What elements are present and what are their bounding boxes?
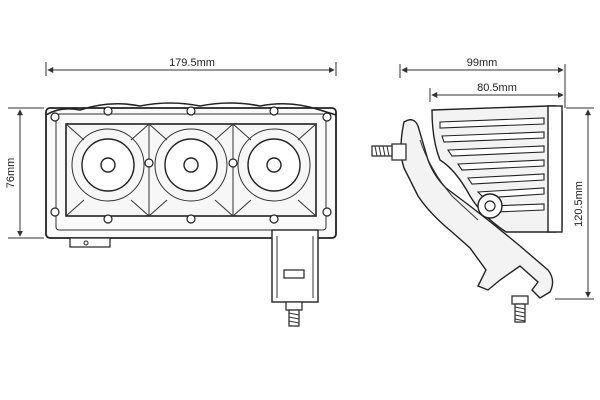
led-lens-left [71,128,145,202]
cable-connector [69,237,111,248]
front-mounting-bracket [271,229,319,327]
side-view: 99mm 80.5mm 120.5mm [371,57,594,323]
side-depth-label: 99mm [467,57,498,69]
led-lens-right [237,128,311,202]
led-lens-center [154,128,228,202]
side-height-dimension: 120.5mm [555,107,594,300]
front-view: 179.5mm 76mm [5,57,337,327]
adjuster-knob [477,193,503,219]
bottom-bolt [511,295,529,323]
front-width-dimension: 179.5mm [45,57,337,76]
screw-icon [144,158,154,168]
front-height-dimension: 76mm [5,107,44,239]
side-inner-depth-dimension: 80.5mm [429,82,564,102]
rear-bolt [371,143,407,161]
heatsink-fins [439,117,545,213]
side-depth-dimension: 99mm [399,57,566,108]
side-height-label: 120.5mm [573,181,585,227]
side-inner-depth-label: 80.5mm [477,82,517,94]
perimeter-screws [50,106,332,224]
screw-icon [228,158,238,168]
front-width-label: 179.5mm [169,57,215,69]
front-height-label: 76mm [5,158,17,189]
